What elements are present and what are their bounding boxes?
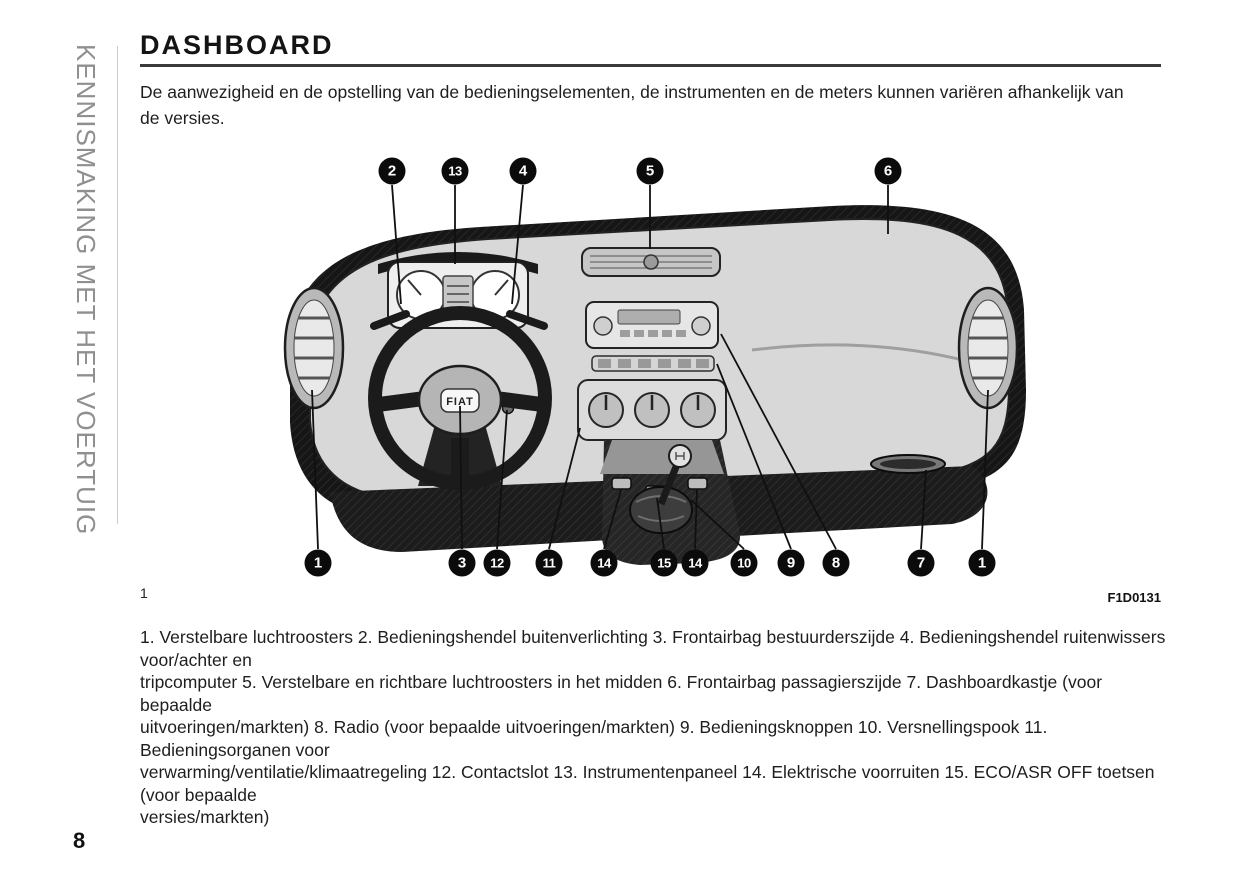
window-switch-left xyxy=(611,477,632,490)
intro-paragraph: De aanwezigheid en de opstelling van de … xyxy=(140,79,1170,131)
control-button-row xyxy=(591,355,715,372)
legend-line: verwarming/ventilatie/klimaatregeling 12… xyxy=(140,762,1155,805)
sidebar-divider xyxy=(117,46,118,524)
callout-13: 13 xyxy=(441,157,469,185)
legend-line: 1. Verstelbare luchtroosters 2. Bedienin… xyxy=(140,627,1166,670)
window-switch-right xyxy=(687,477,708,490)
figure-legend: 1. Verstelbare luchtroosters 2. Bedienin… xyxy=(140,626,1172,829)
callout-6: 6 xyxy=(874,157,902,185)
callout-12: 12 xyxy=(483,549,511,577)
figure-index: 1 xyxy=(140,585,148,601)
glovebox xyxy=(870,454,946,474)
intro-line: De aanwezigheid en de opstelling van de … xyxy=(140,82,1124,102)
callout-1-left: 1 xyxy=(304,549,332,577)
callout-15: 15 xyxy=(650,549,678,577)
leader-lines xyxy=(311,184,989,550)
callout-10: 10 xyxy=(730,549,758,577)
page-number: 8 xyxy=(73,828,86,853)
gear-shifter xyxy=(600,440,741,565)
callout-11: 11 xyxy=(535,549,563,577)
legend-line: tripcomputer 5. Verstelbare en richtbare… xyxy=(140,672,1103,715)
control-stalks xyxy=(370,310,548,330)
steering-wheel: FIAT xyxy=(368,306,552,490)
figure-code: F1D0131 xyxy=(1107,590,1161,605)
callout-5: 5 xyxy=(636,157,664,185)
callout-4: 4 xyxy=(509,157,537,185)
callout-14-left: 14 xyxy=(590,549,618,577)
fiat-logo: FIAT xyxy=(446,396,474,408)
legend-line: uitvoeringen/markten) 8. Radio (voor bep… xyxy=(140,717,1048,760)
center-vents xyxy=(581,247,721,277)
callout-2: 2 xyxy=(378,157,406,185)
dashboard-illustration: FIAT xyxy=(283,184,1026,565)
page-title: DASHBOARD xyxy=(140,30,334,60)
callout-9: 9 xyxy=(777,549,805,577)
title-underline xyxy=(140,64,1161,67)
chapter-sidebar-label: KENNISMAKING MET HET VOERTUIG xyxy=(71,44,101,536)
dashboard-figure: FIAT xyxy=(140,142,1160,594)
climate-controls xyxy=(577,379,727,441)
callout-14-right: 14 xyxy=(681,549,709,577)
callout-1-right: 1 xyxy=(968,549,996,577)
intro-line: de versies. xyxy=(140,108,225,128)
instrument-cluster xyxy=(378,252,538,329)
left-vent-icon xyxy=(283,286,345,410)
radio xyxy=(585,301,719,349)
callout-3: 3 xyxy=(448,549,476,577)
callout-8: 8 xyxy=(822,549,850,577)
right-vent-icon xyxy=(957,286,1019,410)
callout-7: 7 xyxy=(907,549,935,577)
legend-line: versies/markten) xyxy=(140,807,270,827)
